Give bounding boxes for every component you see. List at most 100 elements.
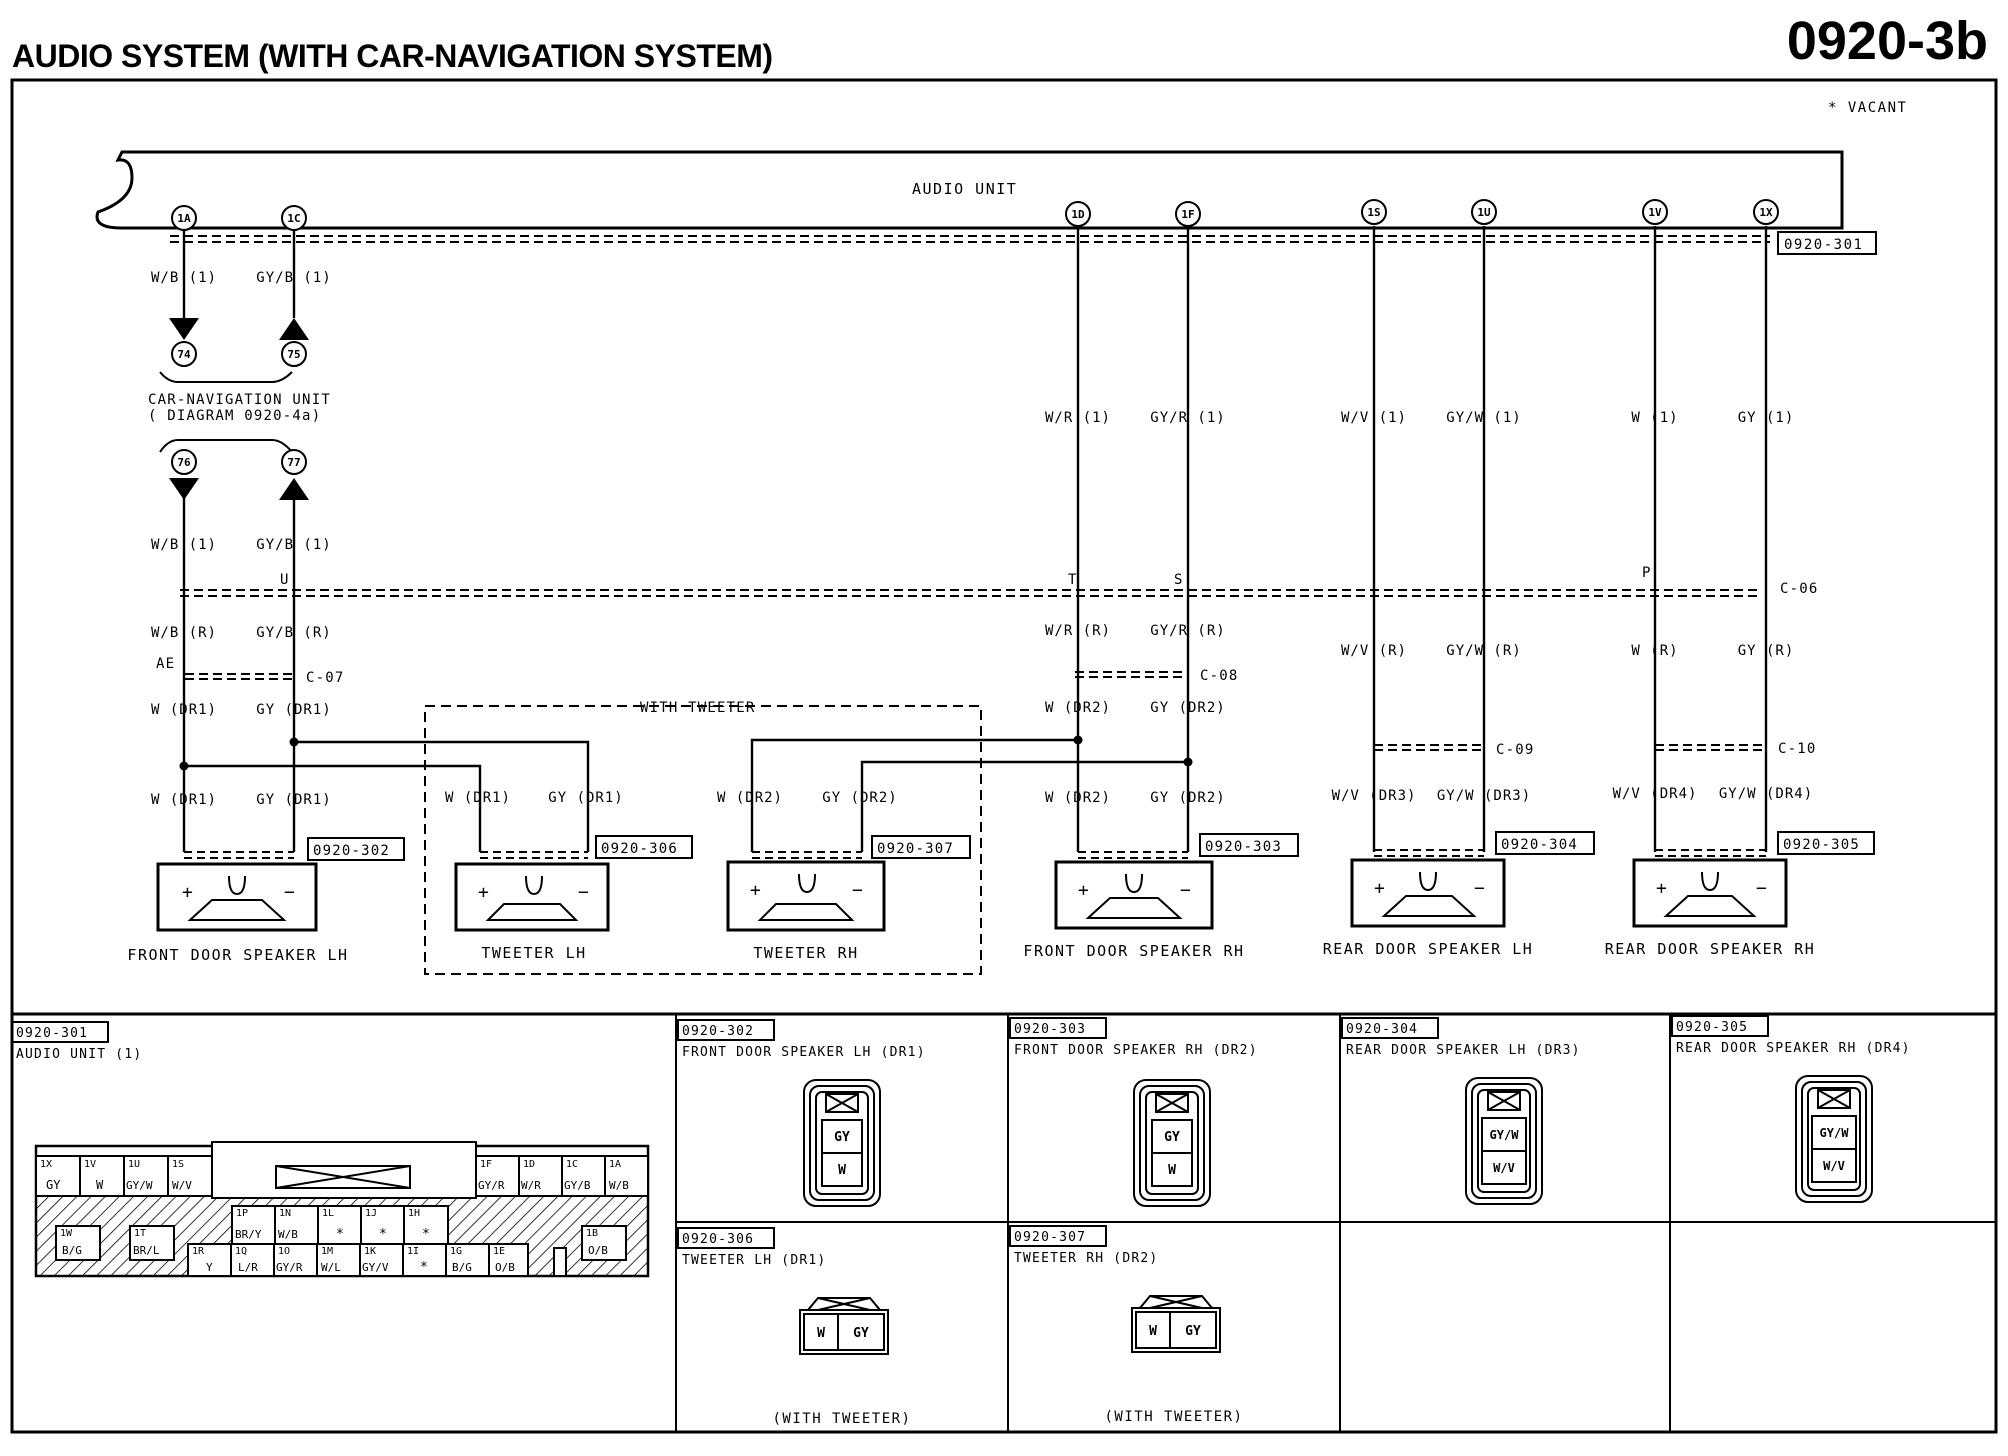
ref-0920-302: 0920-302 [313, 843, 390, 859]
panel-title: AUDIO UNIT (1) [16, 1047, 142, 1062]
rear-door-speaker-lh [1350, 858, 1506, 928]
connector-label: C-09 [1496, 742, 1535, 758]
front-door-speaker-rh [1054, 860, 1214, 930]
speaker-name: REAR DOOR SPEAKER RH [1605, 940, 1816, 958]
nav-diagram-ref: ( DIAGRAM 0920-4a) [148, 408, 321, 424]
tweeter-lh [454, 862, 610, 932]
wire-label: GY (DR2) [1150, 700, 1225, 716]
pin-label: B/G [452, 1261, 472, 1274]
connector-0920-303 [1133, 1079, 1211, 1207]
pin-label: GY/R [276, 1261, 303, 1274]
plus-terminal: + [478, 882, 489, 903]
nav-unit-label: CAR-NAVIGATION UNIT [148, 392, 331, 408]
pin-id: 1W [60, 1228, 73, 1239]
pin-label: O/B [588, 1244, 608, 1257]
wire-label: W (DR1) [151, 792, 217, 808]
pin-label: * [379, 1227, 387, 1242]
minus-terminal: − [852, 880, 863, 901]
splice-label: S [1174, 572, 1184, 588]
wire-label: W/B (R) [151, 625, 217, 641]
pin-id: 1K [364, 1246, 376, 1257]
terminal-1V: 1V [1648, 206, 1662, 219]
pin-label: * [420, 1260, 428, 1275]
panel-ref: 0920-307 [1014, 1230, 1086, 1245]
arrow-down-icon [169, 318, 199, 340]
wire-label: W/B (1) [151, 537, 217, 553]
pin-label: GY/W [1490, 1128, 1520, 1142]
pin-id: 1E [493, 1246, 505, 1257]
splice-label: AE [156, 656, 175, 672]
pin-label: BR/Y [235, 1228, 262, 1241]
ref-0920-304: 0920-304 [1501, 837, 1578, 853]
panel-note: (WITH TWEETER) [772, 1411, 911, 1427]
pin-label: GY/W [1820, 1126, 1850, 1140]
connector-0920-305 [1795, 1075, 1873, 1203]
pin-id: 1P [236, 1208, 248, 1219]
pin-label: W [817, 1326, 825, 1341]
wire-label: GY (DR1) [256, 702, 331, 718]
ref-0920-305: 0920-305 [1783, 837, 1860, 853]
nav-ref-75: 75 [287, 348, 300, 361]
wire-label: W (DR1) [445, 790, 511, 806]
speaker-name: FRONT DOOR SPEAKER RH [1023, 942, 1244, 960]
pin-id: 1I [407, 1246, 419, 1257]
wire-label: W/V (1) [1341, 410, 1407, 426]
wire-label: GY (DR2) [1150, 790, 1225, 806]
terminal-1A: 1A [177, 212, 191, 225]
panel-title: TWEETER RH (DR2) [1014, 1251, 1158, 1266]
arrow-up-icon [279, 478, 309, 500]
plus-terminal: + [1656, 878, 1667, 899]
pin-label: W/B [609, 1179, 629, 1192]
pin-label: W/V [172, 1179, 192, 1192]
panel-title: REAR DOOR SPEAKER RH (DR4) [1676, 1041, 1911, 1056]
wire-label: GY/W (R) [1446, 643, 1521, 659]
pin-label: GY [834, 1130, 850, 1145]
pin-label: W [1149, 1324, 1157, 1339]
terminal-1X: 1X [1759, 206, 1773, 219]
nav-ref-76: 76 [177, 456, 191, 469]
pin-id: 1C [566, 1159, 578, 1170]
wire-label: W (DR2) [717, 790, 783, 806]
wire-label: W (1) [1631, 410, 1678, 426]
diagram-frame [10, 78, 1998, 1434]
pin-label: O/B [495, 1261, 515, 1274]
pin-id: 1J [365, 1208, 377, 1219]
pin-label: * [422, 1227, 430, 1242]
wire-label: GY/B (1) [256, 537, 331, 553]
wire-label: W/R (R) [1045, 623, 1111, 639]
ref-0920-306: 0920-306 [601, 841, 678, 857]
pin-label: W/V [1823, 1159, 1845, 1173]
pin-label: W/B [278, 1228, 298, 1241]
connector-0920-304 [1465, 1077, 1543, 1205]
pin-id: 1V [84, 1159, 96, 1170]
minus-terminal: − [1474, 878, 1485, 899]
connector-0920-306 [799, 1297, 889, 1355]
pin-id: 1M [321, 1246, 333, 1257]
panel-ref: 0920-304 [1346, 1022, 1418, 1037]
panel-ref: 0920-306 [682, 1232, 754, 1247]
plus-terminal: + [182, 882, 193, 903]
wire-label: GY/W (1) [1446, 410, 1521, 426]
wire-label: GY (DR2) [822, 790, 897, 806]
wire-label: GY (DR1) [256, 792, 331, 808]
panel-title: FRONT DOOR SPEAKER LH (DR1) [682, 1045, 926, 1060]
with-tweeter-box [424, 705, 982, 975]
with-tweeter-label: WITH TWEETER [640, 700, 756, 716]
pin-id: 1X [40, 1159, 52, 1170]
minus-terminal: − [1756, 878, 1767, 899]
ref-0920-303: 0920-303 [1205, 839, 1282, 855]
terminal-1C: 1C [287, 212, 300, 225]
arrow-down-icon [169, 478, 199, 500]
minus-terminal: − [578, 882, 589, 903]
splice-label: U [280, 572, 290, 588]
pin-label: GY/B [564, 1179, 591, 1192]
panel-ref: 0920-301 [16, 1026, 88, 1041]
pin-label: GY/R [478, 1179, 505, 1192]
speaker-name: TWEETER LH [481, 944, 586, 962]
panel-title: FRONT DOOR SPEAKER RH (DR2) [1014, 1043, 1258, 1058]
connector-0920-302 [803, 1079, 881, 1207]
front-door-speaker-lh [156, 862, 318, 932]
pin-label: W [96, 1178, 104, 1192]
pin-label: W [838, 1163, 846, 1178]
